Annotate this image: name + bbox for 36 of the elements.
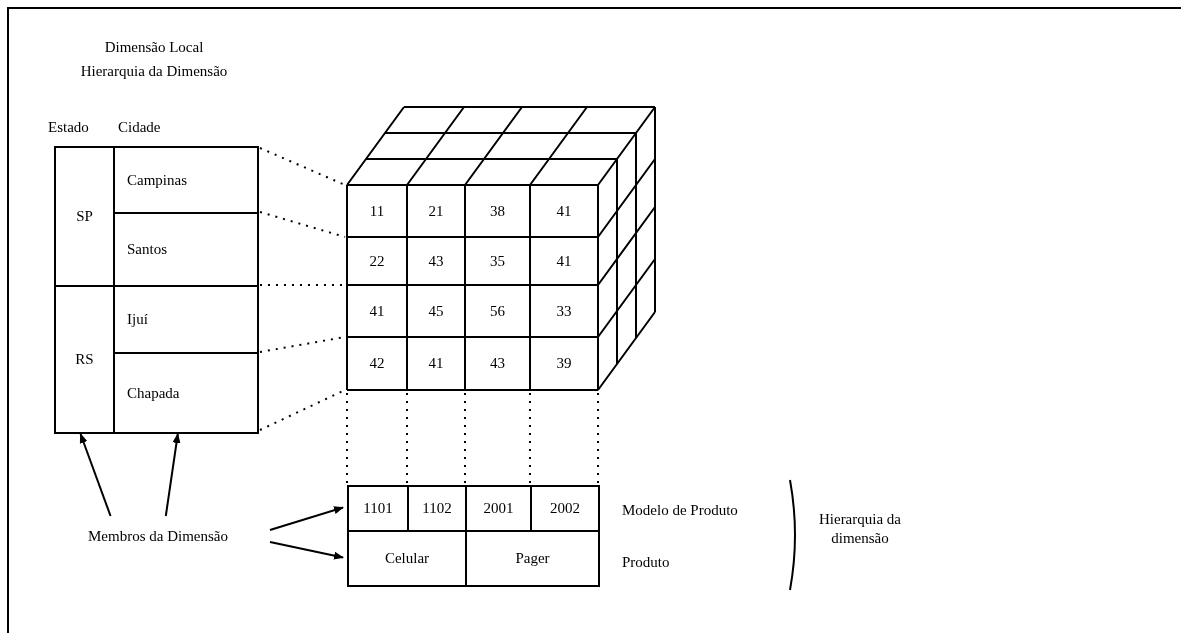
heading-text: Hierarquia da Dimensão [79, 62, 229, 81]
cell-value: 43 [428, 251, 444, 271]
dotted-line [259, 211, 346, 238]
cell-value: 11 [369, 201, 385, 221]
cell-value: 38 [490, 201, 505, 221]
cell-value: 41 [428, 354, 444, 374]
cell-value: 41 [556, 251, 572, 271]
cell-value: 21 [428, 201, 444, 221]
dotted-line [597, 392, 599, 484]
cell-value: 42 [369, 354, 385, 374]
arrow [79, 433, 112, 517]
arrow [269, 506, 344, 531]
cell-value: 35 [490, 251, 505, 271]
level-label: Modelo de Produto [622, 501, 739, 520]
cell-value: 43 [490, 354, 505, 374]
cube-drawing [346, 106, 656, 391]
level-label: Produto [622, 553, 671, 572]
annotation-text: Membros da Dimensão [50, 524, 266, 548]
cell-value: 33 [556, 301, 572, 321]
arrow [164, 433, 181, 517]
level-label: Hierarquia da dimensão [817, 510, 902, 548]
cell-value: 41 [556, 201, 572, 221]
cell-value: 45 [428, 301, 444, 321]
cell-value: 41 [369, 301, 385, 321]
dotted-line [464, 392, 466, 484]
cell-value: 39 [556, 354, 572, 374]
arrow [269, 541, 344, 560]
dotted-line [529, 392, 531, 484]
dotted-line [406, 392, 408, 484]
dotted-line [259, 147, 346, 186]
column-header: Cidade [118, 118, 162, 137]
dotted-line [346, 392, 348, 484]
cell-value: 56 [490, 301, 505, 321]
column-header: Estado [48, 118, 90, 137]
cell-value: 22 [369, 251, 385, 271]
heading-text: Dimensão Local [103, 38, 205, 57]
